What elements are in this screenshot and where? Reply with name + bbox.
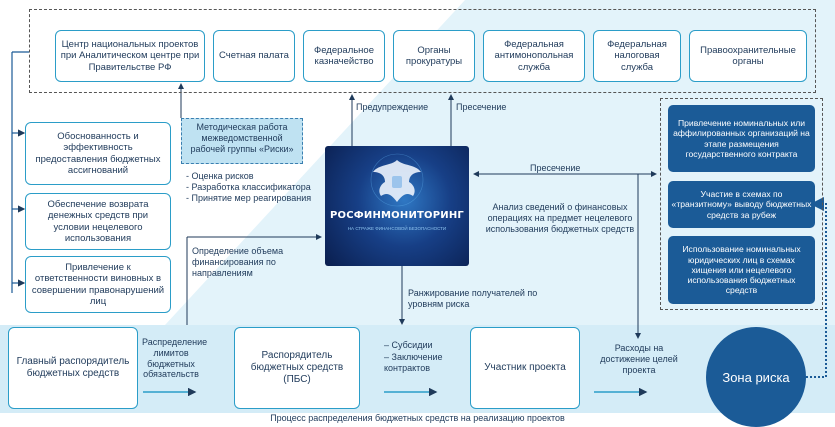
limits-label: Распределение лимитов бюджетных обязател…	[142, 337, 208, 380]
goal-box: Привлечение к ответственности виновных в…	[25, 256, 171, 313]
agency-box: Федеральная антимонопольная служба	[483, 30, 585, 82]
goal-label: Обоснованность и эффективность предостав…	[35, 130, 161, 176]
risk-schemes-frame	[660, 98, 823, 310]
agency-box: Федеральное казначейство	[303, 30, 385, 82]
subsidies-label: – Субсидии	[384, 340, 433, 350]
participant-box: Участник проекта	[470, 327, 580, 409]
goal-label: Обеспечение возврата денежных средств пр…	[47, 198, 149, 244]
participant-label: Участник проекта	[484, 362, 566, 373]
process-footer: Процесс распределения бюджетных средств …	[270, 413, 565, 423]
agency-label: Правоохранительные органы	[700, 44, 796, 67]
expenses-label: Расходы на достижение целей проекта	[600, 343, 678, 375]
process-band	[0, 325, 835, 413]
risk-scheme-box: Привлечение номинальных или аффилированн…	[668, 105, 815, 172]
agency-label: Органы прокуратуры	[405, 44, 463, 67]
agency-box: Органы прокуратуры	[393, 30, 475, 82]
main-manager-label: Главный распорядитель бюджетных средств	[16, 356, 130, 379]
method-box: Методическая работа межведомственной раб…	[181, 118, 303, 164]
eagle-emblem-icon	[370, 153, 424, 207]
agencies-frame	[29, 9, 816, 93]
risk-scheme-box: Использование номинальных юридических ли…	[668, 236, 815, 304]
goal-box: Обеспечение возврата денежных средств пр…	[25, 193, 171, 250]
risk-zone-circle: Зона риска	[706, 327, 806, 427]
funding-label: Определение объема финансирования по нап…	[192, 246, 284, 278]
risk-scheme-label: Участие в схемах по «транзитному» выводу…	[671, 189, 812, 220]
risk-scheme-box: Участие в схемах по «транзитному» выводу…	[668, 181, 815, 228]
agency-label: Центр национальных проектов при Аналитич…	[60, 38, 200, 73]
agency-box: Федеральная налоговая служба	[593, 30, 681, 82]
agency-box: Центр национальных проектов при Аналитич…	[55, 30, 205, 82]
rosfinmonitoring-logo: РОСФИНМОНИТОРИНГ НА СТРАЖЕ ФИНАНСОВОЙ БЕ…	[325, 146, 469, 266]
warning-label: Предупреждение	[356, 102, 429, 112]
risk-scheme-label: Привлечение номинальных или аффилированн…	[673, 117, 810, 159]
agency-label: Федеральное казначейство	[314, 44, 374, 67]
agency-label: Федеральная антимонопольная служба	[494, 38, 574, 73]
ranking-label: Ранжирование получателей по уровням риск…	[408, 288, 538, 309]
manager-label: Распорядитель бюджетных средств (ПБС)	[250, 350, 344, 385]
manager-box: Распорядитель бюджетных средств (ПБС)	[234, 327, 360, 409]
goal-box: Обоснованность и эффективность предостав…	[25, 122, 171, 185]
agency-label: Федеральная налоговая служба	[607, 38, 667, 73]
risk-zone-label: Зона риска	[722, 369, 790, 385]
method-item: - Разработка классификатора	[186, 182, 311, 192]
suppression-label: Пресечение	[530, 163, 581, 173]
main-manager-box: Главный распорядитель бюджетных средств	[8, 327, 138, 409]
agency-label: Счетная палата	[219, 50, 289, 62]
risk-scheme-label: Использование номинальных юридических ли…	[682, 244, 801, 296]
goal-label: Привлечение к ответственности виновных в…	[31, 261, 165, 307]
agency-box: Правоохранительные органы	[689, 30, 807, 82]
method-item: - Оценка рисков	[186, 171, 254, 181]
suppression-label: Пресечение	[456, 102, 507, 112]
agency-box: Счетная палата	[213, 30, 295, 82]
method-item: - Принятие мер реагирования	[186, 193, 312, 203]
rosfin-title: РОСФИНМОНИТОРИНГ	[330, 210, 464, 221]
rosfin-subtitle: НА СТРАЖЕ ФИНАНСОВОЙ БЕЗОПАСНОСТИ	[347, 226, 447, 231]
analysis-label: Анализ сведений о финансовых операциях н…	[485, 202, 635, 234]
contracts-label: – Заключение контрактов	[384, 352, 443, 373]
